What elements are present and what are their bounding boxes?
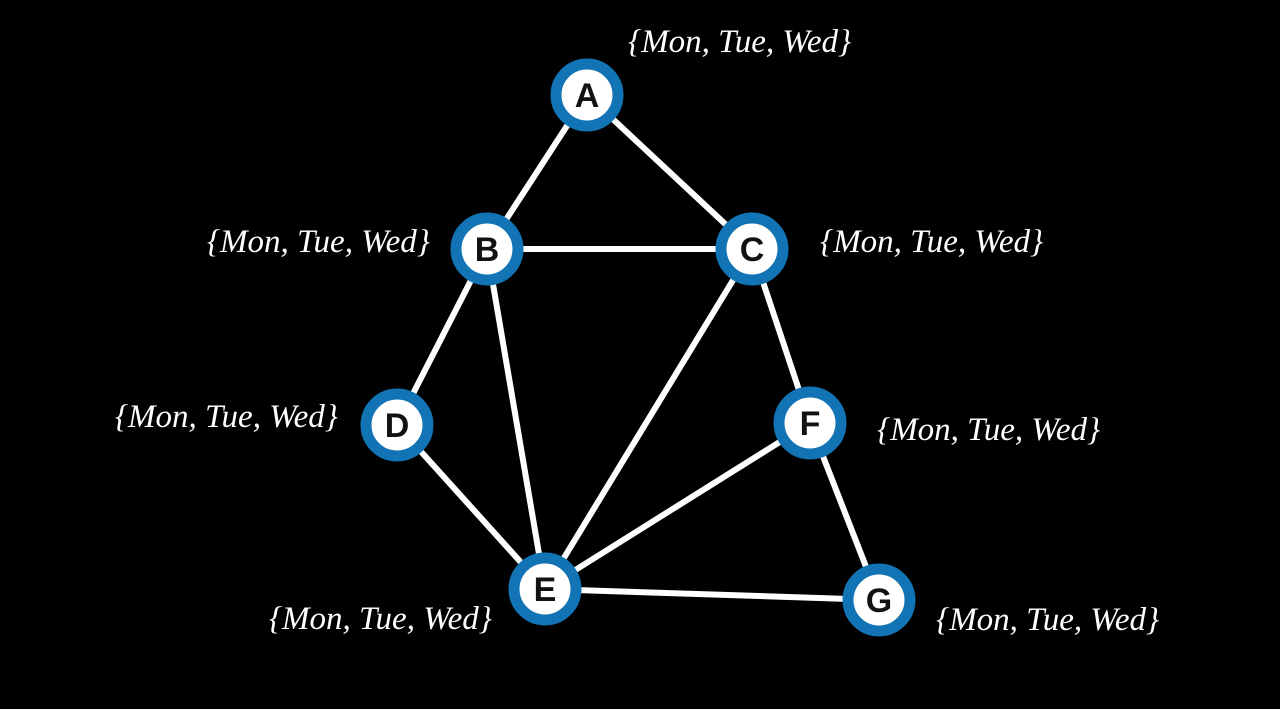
node-B: B	[450, 212, 524, 286]
edge-D-E	[394, 422, 548, 592]
edge-E-F	[542, 420, 813, 592]
edge-E-G	[542, 586, 882, 603]
node-C-circle	[715, 212, 789, 286]
edge-C-E	[542, 246, 755, 592]
node-G: G	[842, 563, 916, 637]
node-G-circle	[842, 563, 916, 637]
node-C-letter: C	[740, 231, 765, 269]
node-G-domain-label: {Mon, Tue, Wed}	[936, 602, 1159, 638]
node-C: C	[715, 212, 789, 286]
node-C-domain-label: {Mon, Tue, Wed}	[820, 224, 1043, 260]
node-A-circle	[550, 58, 624, 132]
node-B-letter: B	[475, 231, 500, 269]
node-F-domain-label: {Mon, Tue, Wed}	[877, 412, 1100, 448]
node-B-circle	[450, 212, 524, 286]
node-F: F	[773, 386, 847, 460]
node-F-circle	[773, 386, 847, 460]
node-A: A	[550, 58, 624, 132]
node-E: E	[508, 552, 582, 626]
node-E-domain-label: {Mon, Tue, Wed}	[269, 601, 492, 637]
node-E-letter: E	[534, 571, 557, 609]
node-D-domain-label: {Mon, Tue, Wed}	[115, 399, 338, 435]
node-D-circle	[360, 388, 434, 462]
edge-A-C	[584, 92, 755, 252]
node-G-letter: G	[866, 582, 892, 620]
node-F-letter: F	[800, 405, 821, 443]
node-E-circle	[508, 552, 582, 626]
node-D: D	[360, 388, 434, 462]
node-D-letter: D	[385, 407, 410, 445]
node-B-domain-label: {Mon, Tue, Wed}	[207, 224, 430, 260]
node-A-letter: A	[575, 77, 600, 115]
edge-B-E	[484, 246, 548, 592]
node-A-domain-label: {Mon, Tue, Wed}	[628, 24, 851, 60]
